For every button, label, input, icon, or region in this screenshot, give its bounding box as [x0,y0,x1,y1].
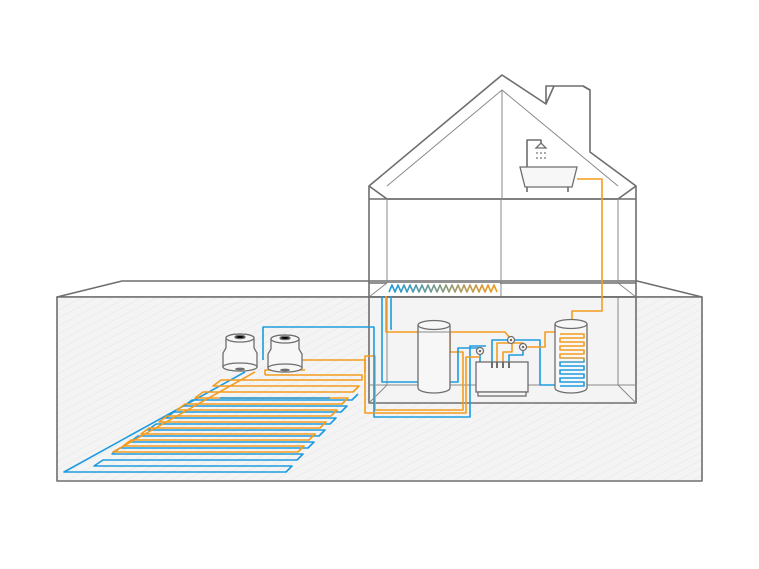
underfloor-heating-icon [387,283,500,294]
pipework [262,178,603,418]
valve-2 [506,335,516,345]
borehole-head-icon [222,333,303,373]
shower-icon [526,139,548,167]
valve-3 [518,342,528,352]
borehole-head-1 [222,333,258,372]
buffer-tank-icon [417,319,451,394]
pump-valve-icon [475,335,528,356]
valve-1 [475,346,485,356]
bathtub-icon [519,166,578,192]
hot-water-cylinder-icon [554,318,588,394]
heat-pump-unit-icon [475,361,529,397]
ground-collector-icon [63,369,363,473]
borehole-head-2 [267,334,303,373]
